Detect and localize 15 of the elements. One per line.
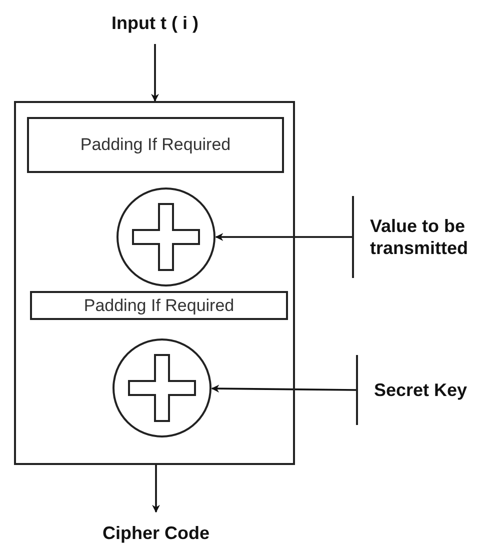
box-label: Padding If Required: [80, 134, 231, 156]
process-box: [30, 291, 288, 320]
terminal-label: Input t ( i ): [112, 12, 198, 34]
container-box: [14, 101, 295, 465]
input-label-text: Value to be transmitted: [370, 214, 470, 260]
arrow: [151, 44, 159, 102]
terminal-label: Cipher Code: [102, 522, 210, 544]
adder-circle: [112, 338, 212, 438]
arrow: [215, 233, 352, 241]
adder-circle: [116, 187, 216, 287]
box-label: Padding If Required: [84, 294, 234, 316]
arrow: [152, 465, 160, 513]
input-label-text: Secret Key: [374, 378, 468, 402]
process-box: [27, 117, 284, 173]
arrow: [211, 384, 356, 393]
